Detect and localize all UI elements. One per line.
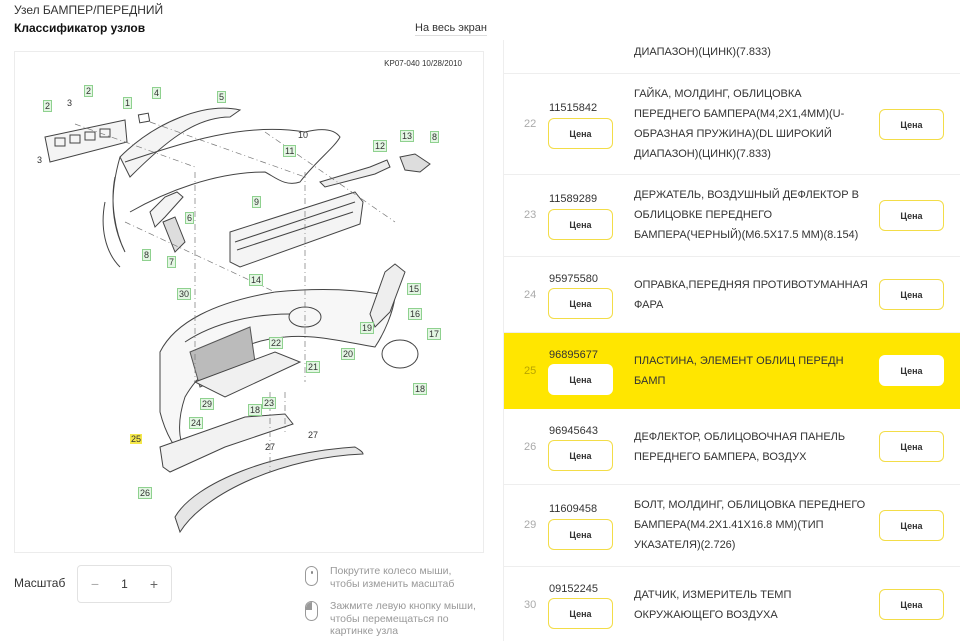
callout-1[interactable]: 1 [123,97,133,109]
hint-drag-pan: Зажмите левую кнопку мыши, чтобы перемещ… [305,600,480,638]
price-button[interactable]: Цена [548,288,613,319]
callout-3[interactable]: 3 [67,98,73,108]
parts-row[interactable]: 30 09152245 Цена ДАТЧИК, ИЗМЕРИТЕЛЬ ТЕМП… [504,567,960,641]
callout-15[interactable]: 15 [407,283,422,295]
callout-29[interactable]: 29 [200,398,215,410]
part-article[interactable]: 11609458 [549,503,598,515]
callout-6[interactable]: 6 [185,212,195,224]
price-button[interactable]: Цена [879,279,944,310]
part-position: 26 [524,441,537,453]
bumper-exploded-drawing [44,107,431,534]
parts-list[interactable]: ДИАПАЗОН)(ЦИНК)(7.833) 22 11515842 Цена … [503,40,960,641]
callout-10[interactable]: 10 [298,130,309,140]
zoom-in-button[interactable]: + [149,576,159,592]
callout-9[interactable]: 9 [252,196,262,208]
parts-row-selected[interactable]: 25 96895677 Цена ПЛАСТИНА, ЭЛЕМЕНТ ОБЛИЦ… [504,333,960,409]
hint-scroll-zoom: Покрутите колесо мыши, чтобы изменить ма… [305,565,480,590]
zoom-stepper: − 1 + [77,565,172,603]
part-position: 22 [524,118,537,130]
price-button[interactable]: Цена [548,519,613,550]
assembly-diagram[interactable]: KP07-040 10/28/2010 [14,51,484,553]
part-article[interactable]: 96895677 [549,349,598,361]
callout-4[interactable]: 4 [152,87,162,99]
part-article[interactable]: 11515842 [549,102,598,114]
callout-24[interactable]: 24 [189,417,204,429]
hint-text: Покрутите колесо мыши, чтобы изменить ма… [330,565,455,590]
parts-row[interactable]: 23 11589289 Цена ДЕРЖАТЕЛЬ, ВОЗДУШНЫЙ ДЕ… [504,175,960,257]
part-position: 24 [524,289,537,301]
part-article[interactable]: 09152245 [549,583,598,595]
callout-18[interactable]: 18 [413,383,428,395]
price-button[interactable]: Цена [548,598,613,629]
callout-30[interactable]: 30 [177,288,192,300]
parts-row[interactable]: 26 96945643 Цена ДЕФЛЕКТОР, ОБЛИЦОВОЧНАЯ… [504,409,960,485]
part-position: 25 [524,365,537,377]
parts-row-partial: ДИАПАЗОН)(ЦИНК)(7.833) [504,40,960,74]
zoom-value[interactable]: 1 [121,577,128,591]
part-description: ГАЙКА, МОЛДИНГ, ОБЛИЦОВКА ПЕРЕДНЕГО БАМП… [634,88,845,160]
callout-7[interactable]: 7 [167,256,177,268]
callout-27[interactable]: 27 [265,442,276,452]
price-button[interactable]: Цена [548,209,613,240]
price-button[interactable]: Цена [879,109,944,140]
fullscreen-link[interactable]: На весь экран [415,22,487,36]
diagram-code: KP07-040 10/28/2010 [384,59,462,68]
part-description: ОПРАВКА,ПЕРЕДНЯЯ ПРОТИВОТУМАННАЯ ФАРА [634,279,868,311]
part-description: ДИАПАЗОН)(ЦИНК)(7.833) [634,46,771,58]
callout-12[interactable]: 12 [373,140,388,152]
price-button[interactable]: Цена [879,589,944,620]
price-button[interactable]: Цена [548,440,613,471]
callout-8[interactable]: 8 [142,249,152,261]
part-description: ДЕРЖАТЕЛЬ, ВОЗДУШНЫЙ ДЕФЛЕКТОР В ОБЛИЦОВ… [634,189,859,241]
price-button[interactable]: Цена [879,431,944,462]
mouse-wheel-icon [305,566,318,586]
part-description: ДЕФЛЕКТОР, ОБЛИЦОВОЧНАЯ ПАНЕЛЬ ПЕРЕДНЕГО… [634,431,846,463]
part-position: 29 [524,519,537,531]
mouse-left-button-icon [305,601,318,621]
callout-20[interactable]: 20 [341,348,356,360]
zoom-out-button[interactable]: − [90,576,100,592]
left-panel: Узел БАМПЕР/ПЕРЕДНИЙ Классификатор узлов… [14,3,487,638]
callout-19[interactable]: 19 [360,322,375,334]
callout-11[interactable]: 11 [283,145,297,157]
parts-row[interactable]: 22 11515842 Цена ГАЙКА, МОЛДИНГ, ОБЛИЦОВ… [504,74,960,175]
breadcrumb: Узел БАМПЕР/ПЕРЕДНИЙ [14,3,164,17]
callout-2[interactable]: 2 [84,85,94,97]
part-description: БОЛТ, МОЛДИНГ, ОБЛИЦОВКА ПЕРЕДНЕГО БАМПЕ… [634,499,866,551]
part-article[interactable]: 11589289 [549,193,598,205]
part-article[interactable]: 96945643 [549,425,598,437]
price-button[interactable]: Цена [548,118,613,149]
price-button[interactable]: Цена [879,200,944,231]
part-position: 23 [524,209,537,221]
callout-25[interactable]: 25 [130,434,143,444]
price-button[interactable]: Цена [879,510,944,541]
price-button[interactable]: Цена [548,364,613,395]
zoom-label: Масштаб [14,576,66,590]
part-description: ДАТЧИК, ИЗМЕРИТЕЛЬ ТЕМП ОКРУЖАЮЩЕГО ВОЗД… [634,589,792,621]
callout-3[interactable]: 3 [37,155,43,165]
callout-17[interactable]: 17 [427,328,442,340]
callout-13[interactable]: 13 [400,130,415,142]
callout-16[interactable]: 16 [408,308,423,320]
callout-23[interactable]: 23 [262,397,277,409]
part-article[interactable]: 95975580 [549,273,598,285]
callout-18[interactable]: 18 [248,404,263,416]
callout-14[interactable]: 14 [249,274,264,286]
hint-text: Зажмите левую кнопку мыши, чтобы перемещ… [330,600,476,637]
page-title: Классификатор узлов [14,21,146,35]
callout-22[interactable]: 22 [269,337,284,349]
callout-8[interactable]: 8 [430,131,440,143]
callout-26[interactable]: 26 [138,487,153,499]
price-button[interactable]: Цена [879,355,944,386]
callout-27[interactable]: 27 [308,430,319,440]
callout-5[interactable]: 5 [217,91,227,103]
part-position: 30 [524,599,537,611]
part-description: ПЛАСТИНА, ЭЛЕМЕНТ ОБЛИЦ ПЕРЕДН БАМП [634,355,844,387]
parts-row[interactable]: 29 11609458 Цена БОЛТ, МОЛДИНГ, ОБЛИЦОВК… [504,485,960,567]
callout-2[interactable]: 2 [43,100,53,112]
parts-row[interactable]: 24 95975580 Цена ОПРАВКА,ПЕРЕДНЯЯ ПРОТИВ… [504,257,960,333]
callout-21[interactable]: 21 [306,361,321,373]
